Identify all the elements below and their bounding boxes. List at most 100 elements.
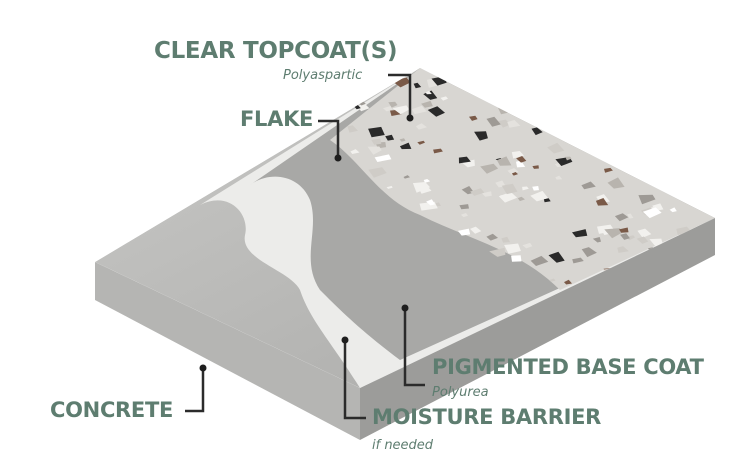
flake-chip bbox=[502, 89, 509, 93]
flake-chip bbox=[403, 175, 410, 179]
flake-chip bbox=[412, 182, 431, 193]
flake-chip bbox=[458, 156, 471, 164]
flake-chip bbox=[423, 179, 431, 183]
flake-chip bbox=[486, 116, 501, 127]
flake-chip bbox=[634, 162, 649, 170]
flake-chip bbox=[705, 133, 713, 138]
pigmented-base-coat-sublabel: Polyurea bbox=[432, 385, 489, 400]
flake-chip bbox=[531, 127, 543, 136]
flake-chip bbox=[637, 228, 652, 238]
flake-chip bbox=[487, 95, 498, 102]
flake-chip bbox=[554, 98, 569, 108]
flake-chip bbox=[670, 162, 681, 169]
flake-chip bbox=[470, 226, 482, 234]
flake-chip bbox=[470, 188, 485, 196]
flake-chip bbox=[460, 213, 468, 218]
flake-chip bbox=[617, 246, 629, 253]
flake-chip bbox=[385, 134, 395, 141]
flake-chip bbox=[572, 129, 584, 137]
flake-chip bbox=[368, 126, 385, 138]
flake-chip bbox=[501, 236, 510, 243]
flake-chip bbox=[579, 101, 595, 110]
flake-chip bbox=[388, 101, 398, 108]
flake-chip bbox=[392, 105, 410, 115]
flake-chip bbox=[601, 68, 616, 79]
flake-chip bbox=[696, 68, 706, 73]
flake-chip bbox=[696, 176, 712, 186]
slab-right-face bbox=[360, 218, 715, 440]
flake-chip bbox=[537, 73, 546, 78]
flake-chip bbox=[522, 186, 529, 191]
flake-chip bbox=[567, 120, 583, 129]
flake-chip bbox=[548, 110, 556, 115]
flake-chip bbox=[622, 139, 637, 149]
flake-chip bbox=[670, 138, 677, 143]
flake-chip bbox=[507, 120, 521, 128]
flake-chip bbox=[663, 162, 673, 169]
flake-chip bbox=[565, 156, 572, 161]
flake-chip bbox=[440, 96, 448, 101]
flake-chip bbox=[457, 228, 471, 236]
flake-chip bbox=[564, 279, 572, 285]
flake-chip bbox=[480, 163, 499, 174]
flake-chip bbox=[627, 213, 634, 219]
flake-chip bbox=[651, 286, 664, 293]
flake-chip bbox=[640, 120, 660, 132]
flake-chip bbox=[572, 229, 588, 238]
flake-chip bbox=[530, 255, 549, 266]
flake-chip bbox=[459, 204, 469, 210]
flake-chip bbox=[649, 238, 663, 247]
flake-chip bbox=[685, 288, 692, 293]
flake-chip bbox=[532, 165, 539, 169]
flake-chip bbox=[701, 186, 708, 191]
leader-topcoat bbox=[388, 73, 412, 118]
flake-chip bbox=[555, 175, 563, 180]
flake-chip bbox=[374, 154, 392, 162]
flake-label: FLAKE bbox=[240, 107, 314, 131]
flake-chip bbox=[697, 168, 715, 179]
flake-chip bbox=[701, 269, 709, 273]
flake-chip bbox=[646, 82, 658, 89]
flake-chip bbox=[417, 140, 425, 145]
flake-chip bbox=[595, 198, 609, 206]
flake-chip bbox=[511, 255, 522, 262]
flake-chip bbox=[636, 236, 649, 244]
flake-chip bbox=[655, 73, 669, 81]
flake-chip bbox=[516, 156, 527, 163]
flake-chip bbox=[706, 108, 714, 113]
flake-chip bbox=[585, 103, 599, 111]
leader-moisture bbox=[343, 340, 366, 420]
flake-chip bbox=[347, 125, 358, 133]
flake-chip bbox=[383, 106, 393, 112]
flake-chip bbox=[427, 106, 445, 117]
flake-layer bbox=[330, 68, 715, 290]
flake-chip bbox=[549, 278, 556, 282]
leader-dots bbox=[199, 114, 414, 372]
flake-chip bbox=[543, 198, 551, 203]
flake-chip bbox=[683, 153, 702, 164]
flake-chip bbox=[474, 131, 488, 141]
moisture-barrier-sublabel: if needed bbox=[372, 438, 434, 453]
flake-chip bbox=[619, 82, 631, 89]
flake-chip bbox=[700, 124, 715, 131]
pigmented-base-coat-label: PIGMENTED BASE COAT bbox=[432, 355, 704, 379]
flake-chip bbox=[709, 72, 715, 83]
flake-chip bbox=[667, 166, 673, 170]
flake-chip bbox=[669, 207, 677, 213]
flake-chip bbox=[367, 146, 382, 155]
flake-chip bbox=[411, 105, 427, 115]
flake-chip bbox=[609, 137, 620, 144]
flake-chip bbox=[644, 102, 661, 114]
leader-concrete bbox=[185, 368, 205, 413]
flake-chip bbox=[498, 119, 511, 128]
flake-chip bbox=[350, 149, 360, 154]
flake-chip bbox=[481, 191, 492, 197]
flake-chip bbox=[616, 98, 624, 103]
flake-chip bbox=[638, 194, 656, 205]
flake-chip bbox=[555, 89, 563, 94]
flake-chip bbox=[577, 87, 590, 95]
slab-front-face bbox=[95, 262, 360, 440]
flake-chip bbox=[498, 192, 518, 203]
flake-chip bbox=[517, 196, 525, 202]
